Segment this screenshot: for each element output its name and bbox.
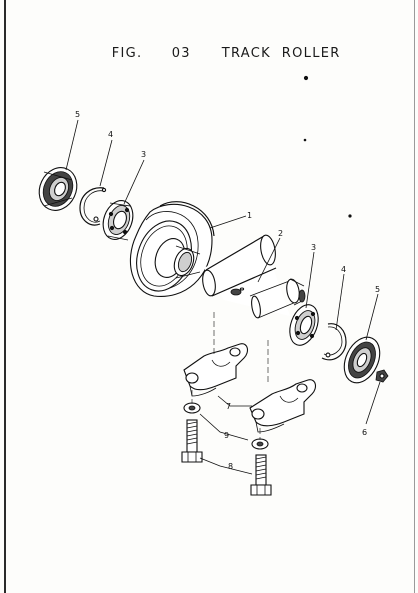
leader-line (199, 413, 249, 441)
leader-line (209, 215, 247, 229)
figure-label: FIG. (111, 46, 143, 61)
page-binding-edge (4, 0, 6, 593)
leader-line (123, 159, 145, 205)
snap-ring-part-4-right (321, 323, 347, 361)
figure-number: 03 (171, 46, 191, 61)
leader-line (65, 119, 79, 171)
callout-3-right: 3 (311, 243, 316, 252)
bolt-part-8-left (181, 419, 203, 463)
figure-caption: TRACK ROLLER (221, 46, 341, 61)
speck (303, 138, 307, 142)
snap-ring-part-4-left (79, 187, 107, 226)
speck (348, 214, 352, 218)
callout-9: 9 (224, 431, 229, 440)
plug-part-6 (375, 369, 389, 383)
callout-5-left: 5 (75, 110, 80, 119)
callout-1: 1 (247, 211, 252, 220)
leader-line (217, 395, 252, 407)
callout-6: 6 (362, 428, 367, 437)
callout-3-left: 3 (141, 150, 146, 159)
seal-part-5-right (343, 336, 381, 384)
bolt-part-8-right (250, 454, 272, 496)
callout-2: 2 (278, 229, 283, 238)
washer-part-9-right (251, 438, 269, 450)
leader-line (365, 293, 379, 341)
page-right-edge (414, 0, 415, 593)
bearing-part-3-right (289, 304, 319, 346)
speck (303, 75, 309, 81)
callout-5-right: 5 (375, 285, 380, 294)
bracket-part-7-left (183, 343, 249, 397)
callout-7: 7 (226, 402, 231, 411)
roller-body-part-1 (129, 201, 215, 298)
callout-8: 8 (228, 462, 233, 471)
leader-line (257, 237, 281, 283)
callout-4-right: 4 (341, 265, 346, 274)
leader-line (335, 273, 345, 331)
figure-title: FIG. 03 TRACK ROLLER (90, 31, 410, 76)
bearing-part-3-left (102, 200, 134, 241)
leader-line (305, 251, 315, 309)
leader-line (99, 139, 113, 187)
seal-part-5-left (38, 167, 78, 211)
callout-4-left: 4 (108, 130, 113, 139)
leader-line (365, 381, 381, 425)
shaft-part-2 (202, 234, 306, 319)
leader-line (199, 457, 253, 475)
washer-part-9-left (183, 402, 201, 414)
bracket-part-7-right (249, 379, 317, 433)
